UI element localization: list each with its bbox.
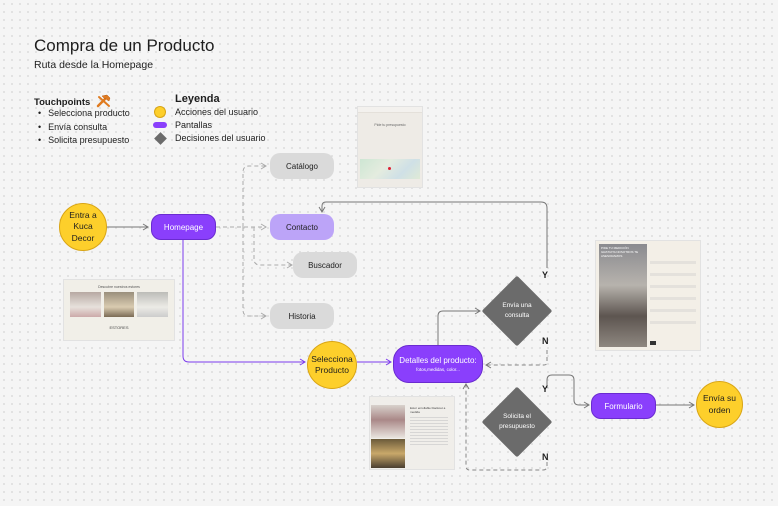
- node-entra-kuca-decor[interactable]: Entra a Kuca Decor: [59, 203, 107, 251]
- touchpoint-item: Solicita presupuesto: [38, 134, 130, 148]
- form-hero-image: [599, 244, 647, 347]
- touchpoint-item: Envía consulta: [38, 121, 130, 135]
- legend-item-acciones: Acciones del usuario: [153, 106, 258, 118]
- thumbnail-formulario[interactable]: PIDE TU MEDICIÓN GRATUITA NOSOTROS TE AS…: [596, 241, 700, 350]
- label-consulta-yes: Y: [542, 270, 549, 280]
- node-catalogo[interactable]: Catálogo: [270, 153, 334, 179]
- label-presupuesto-yes: Y: [542, 384, 549, 394]
- map-pin-icon: [388, 167, 391, 170]
- node-detalles-producto[interactable]: Detalles del producto: fotos,medidas, co…: [393, 345, 483, 383]
- node-historia[interactable]: Historia: [270, 303, 334, 329]
- touchpoints-heading: Touchpoints: [34, 94, 112, 108]
- edge-detalles-consulta: [437, 307, 481, 345]
- touchpoints-list: Selecciona producto Envía consulta Solic…: [38, 107, 130, 148]
- edge-consulta-contacto: [318, 201, 548, 268]
- decision-envia-consulta[interactable]: Envía una consulta: [481, 275, 553, 347]
- node-contacto[interactable]: Contacto: [270, 214, 334, 240]
- product-image: [371, 439, 405, 468]
- legend-heading: Leyenda: [175, 93, 220, 105]
- thumbnail-contacto[interactable]: Pide tu presupuesto: [358, 107, 422, 187]
- node-formulario[interactable]: Formulario: [591, 393, 656, 419]
- legend-item-pantallas: Pantallas: [153, 120, 212, 130]
- product-image: [371, 405, 405, 438]
- circle-swatch-icon: [154, 106, 166, 118]
- page-title: Compra de un Producto: [34, 36, 215, 55]
- product-image: [70, 292, 101, 317]
- product-image: [103, 292, 135, 317]
- edge-homepage-catalogo: [242, 162, 267, 227]
- edge-consulta-detalles: [485, 350, 548, 369]
- node-selecciona-producto[interactable]: Selecciona Producto: [307, 341, 357, 389]
- label-consulta-no: N: [542, 336, 549, 346]
- label-presupuesto-no: N: [542, 452, 549, 462]
- hammer-icon: [96, 94, 111, 108]
- diamond-swatch-icon: [153, 131, 167, 145]
- edge-homepage-buscador: [253, 227, 293, 269]
- node-homepage[interactable]: Homepage: [151, 214, 216, 240]
- decision-solicita-presupuesto[interactable]: Solicita el presupuesto: [481, 386, 553, 458]
- touchpoint-item: Selecciona producto: [38, 107, 130, 121]
- form-submit-button: [650, 341, 656, 345]
- thumbnail-estores[interactable]: Descubre nuestros estores ESTORES: [64, 280, 174, 340]
- legend-item-decisiones: Decisiones del usuario: [153, 131, 266, 145]
- edge-homepage-selecciona: [182, 240, 306, 366]
- node-envia-orden[interactable]: Envía su orden: [696, 381, 743, 428]
- edge-presupuesto-formulario: [546, 374, 590, 409]
- edge-homepage-historia: [242, 227, 267, 320]
- thumbnail-producto[interactable]: Estor enrollable blackout a medida: [370, 397, 454, 469]
- page-subtitle: Ruta desde la Homepage: [34, 59, 154, 71]
- pill-swatch-icon: [153, 122, 167, 128]
- node-buscador[interactable]: Buscador: [293, 252, 357, 278]
- product-image: [137, 292, 169, 317]
